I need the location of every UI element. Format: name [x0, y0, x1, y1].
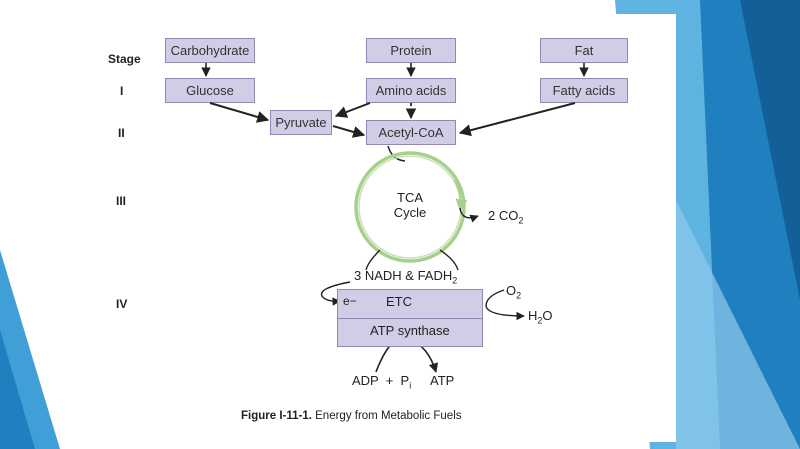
tca-cycle-label: TCA Cycle	[386, 190, 434, 220]
nadh-text: 3 NADH & FADH	[354, 268, 453, 283]
caption-label: Figure I-11-1.	[241, 410, 312, 422]
adp-pi-label: ADP + Pi	[352, 373, 411, 391]
cycle-line: Cycle	[393, 205, 427, 220]
h2o-o-text: O	[542, 308, 553, 323]
atp-synthase-complex	[337, 289, 483, 347]
o2-label: O2	[506, 283, 521, 301]
h2o-subscript: 2	[537, 315, 543, 326]
fat-box: Fat	[540, 38, 628, 63]
pi-subscript: i	[409, 380, 412, 391]
etc-label: ETC	[386, 294, 412, 309]
stage-iv-label: IV	[116, 297, 128, 311]
o2-text: O	[506, 283, 517, 298]
pyruvate-box: Pyruvate	[270, 110, 332, 135]
stage-i-label: I	[120, 84, 124, 98]
stage-ii-label: II	[118, 126, 125, 140]
atp-synthase-label: ATP synthase	[370, 323, 450, 338]
protein-box: Protein	[366, 38, 456, 63]
tca-line: TCA	[397, 190, 423, 205]
co2-label: 2 CO2	[488, 208, 523, 226]
stage-iii-label: III	[116, 194, 127, 208]
co2-text: 2 CO	[488, 208, 519, 223]
nadh-fadh2-label: 3 NADH & FADH2	[354, 268, 457, 286]
acetyl-coa-box: Acetyl-CoA	[366, 120, 456, 145]
carbohydrate-box: Carbohydrate	[165, 38, 255, 63]
figure-caption: Figure I-11-1. Energy from Metabolic Fue…	[241, 410, 462, 422]
fadh2-subscript: 2	[452, 275, 458, 286]
electron-label: e−	[343, 294, 357, 308]
glucose-box: Glucose	[165, 78, 255, 103]
fatty-acids-box: Fatty acids	[540, 78, 628, 103]
h2o-label: H2O	[528, 308, 553, 326]
amino-acids-box: Amino acids	[366, 78, 456, 103]
adp-text: ADP + P	[352, 373, 410, 388]
complex-divider	[338, 318, 482, 319]
o2-subscript: 2	[516, 290, 522, 301]
h2o-h-text: H	[528, 308, 538, 323]
co2-subscript: 2	[518, 215, 524, 226]
stage-header: Stage	[108, 52, 141, 66]
atp-label: ATP	[430, 373, 455, 388]
caption-text: Energy from Metabolic Fuels	[311, 410, 462, 422]
